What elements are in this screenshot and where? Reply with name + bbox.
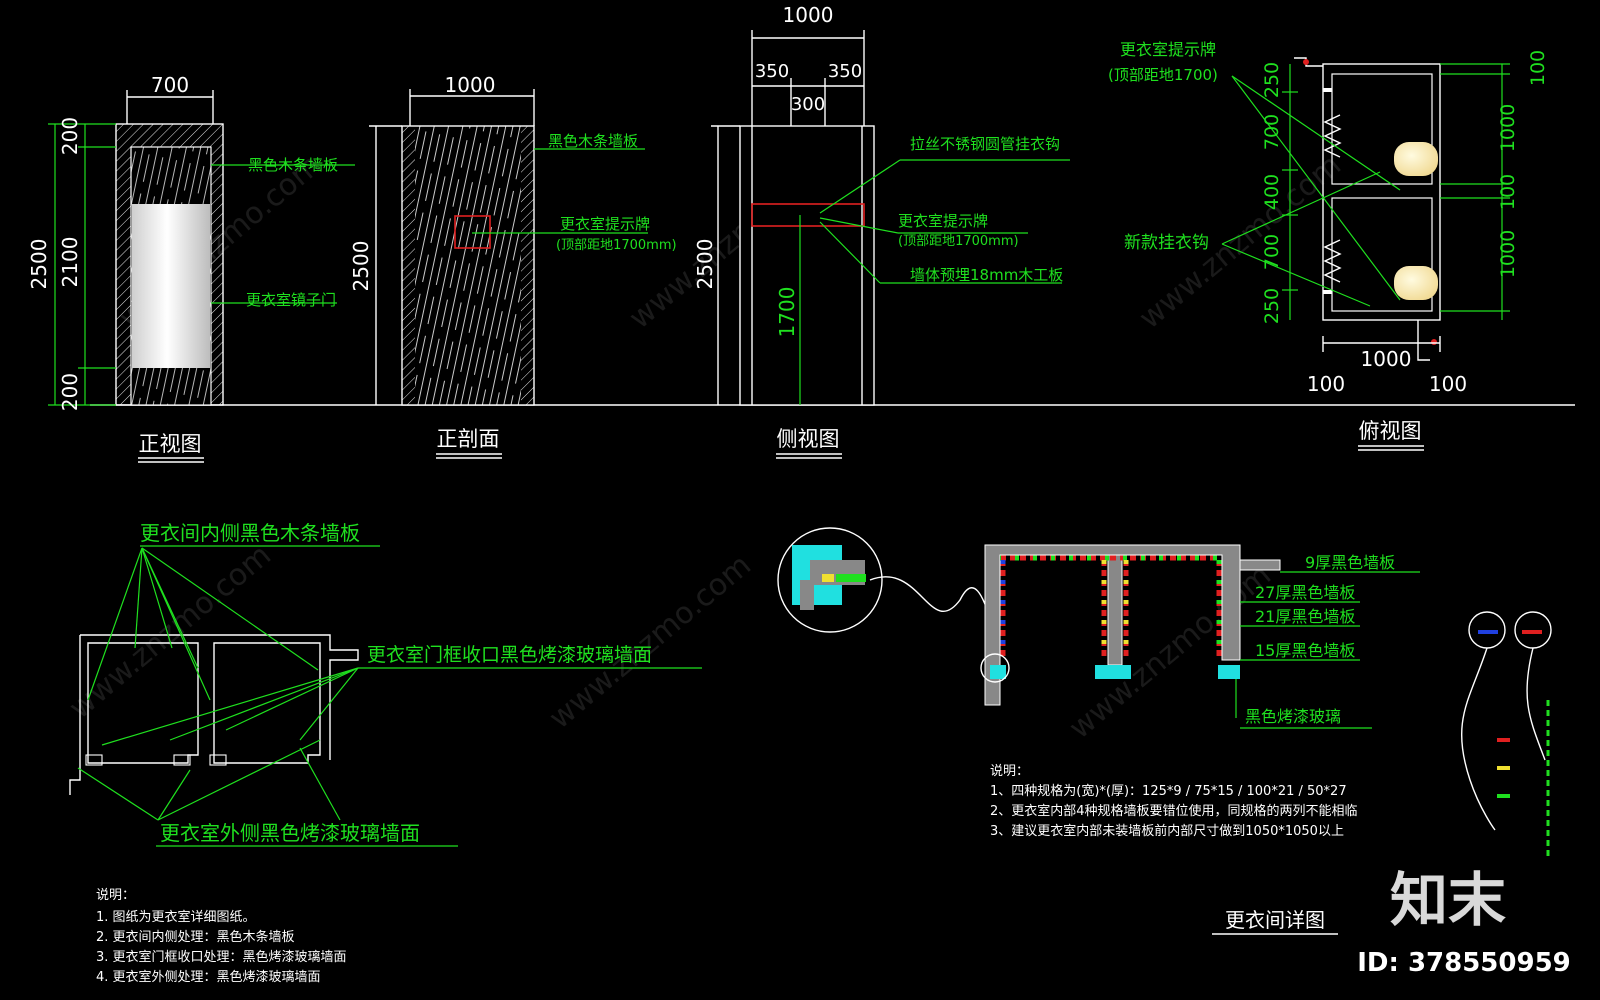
section-sign-note: (顶部距地1700mm) xyxy=(556,238,677,253)
side-center-dim: 300 xyxy=(791,94,825,115)
side-view: 1000 350 350 300 2500 1700 拉丝不锈钢圆管挂衣钩 更衣… xyxy=(693,3,1070,459)
detail-label-21: 21厚黑色墙板 xyxy=(1255,607,1355,626)
plan-dim-r4: 1000 xyxy=(1497,230,1519,278)
front-mid-dim: 2100 xyxy=(58,237,82,288)
plan-dim-r1: 100 xyxy=(1527,50,1549,86)
detail-note-item: 1、四种规格为(宽)*(厚)：125*9 / 75*15 / 100*21 / … xyxy=(990,783,1347,799)
plan-sign-note: (顶部距地1700) xyxy=(1108,66,1218,84)
layout-plan: 更衣间内侧黑色木条墙板 更衣室门框收口黑色烤漆玻璃墙面 更衣室外侧黑色烤漆玻璃墙… xyxy=(69,521,702,985)
plan-dim-wr: 100 xyxy=(1429,372,1467,396)
panel-detail: 9厚黑色墙板 27厚黑色墙板 21厚黑色墙板 15厚黑色墙板 黑色烤漆玻璃 说明… xyxy=(777,527,1552,935)
front-width-dim: 700 xyxy=(151,73,189,97)
front-view-title: 正视图 xyxy=(139,432,202,456)
frame-wall-label: 更衣室门框收口黑色烤漆玻璃墙面 xyxy=(367,644,652,666)
plan-dim-w: 1000 xyxy=(1361,347,1412,371)
plan-view-title: 俯视图 xyxy=(1359,419,1422,443)
mirror-door xyxy=(132,204,210,368)
plan-view: 250 700 400 700 250 100 1000 100 1000 10… xyxy=(1108,40,1549,451)
note-item: 4. 更衣室外侧处理：黑色烤漆玻璃墙面 xyxy=(96,969,321,985)
note-item: 3. 更衣室门框收口处理：黑色烤漆玻璃墙面 xyxy=(96,949,347,965)
side-right-dim: 350 xyxy=(828,61,862,82)
plan-dim-e: 250 xyxy=(1261,288,1283,324)
side-sign-height-dim: 1700 xyxy=(775,287,799,338)
section-view-title: 正剖面 xyxy=(437,427,500,451)
side-sign-note: (顶部距地1700mm) xyxy=(898,234,1019,249)
section-height-dim: 2500 xyxy=(349,241,373,292)
side-left-dim: 350 xyxy=(755,61,789,82)
section-view: 1000 2500 黑色木条墙板 更衣室提示牌 (顶部距地1700mm) 正剖面 xyxy=(349,73,677,459)
side-sign xyxy=(751,203,865,227)
detail-note-item: 3、建议更衣室内部未装墙板前内部尺寸做到1050*1050以上 xyxy=(990,823,1344,839)
brand-logo: 知末 xyxy=(1390,866,1506,934)
svg-text:www.znzmo.com: www.znzmo.com xyxy=(543,548,758,737)
section-width-dim: 1000 xyxy=(445,73,496,97)
front-view: 700 2500 200 2100 200 黑色木条墙板 更衣室镜子门 正视图 xyxy=(27,73,355,463)
plan-dim-r3: 100 xyxy=(1497,174,1519,210)
plan-pad-upper xyxy=(1394,142,1438,176)
svg-text:www.znzmo.com: www.znzmo.com xyxy=(63,538,278,727)
plan-dim-a: 250 xyxy=(1261,62,1283,98)
detail-label-27: 27厚黑色墙板 xyxy=(1255,583,1355,602)
plan-dim-c: 400 xyxy=(1261,174,1283,210)
section-wood-label: 黑色木条墙板 xyxy=(548,132,638,150)
plan-dim-d: 700 xyxy=(1261,234,1283,270)
inner-wall-label: 更衣间内侧黑色木条墙板 xyxy=(140,521,360,545)
plan-hook-label: 新款挂衣钩 xyxy=(1124,233,1209,253)
detail-note-item: 2、更衣室内部4种规格墙板要错位使用，同规格的两列不能相临 xyxy=(990,803,1358,819)
outer-wall-label: 更衣室外侧黑色烤漆玻璃墙面 xyxy=(160,821,420,845)
notes-heading: 说明： xyxy=(96,888,135,903)
side-board-label: 墙体预埋18mm木工板 xyxy=(910,266,1063,284)
detail-label-9: 9厚黑色墙板 xyxy=(1305,553,1395,572)
side-width-dim: 1000 xyxy=(783,3,834,27)
plan-dim-r2: 1000 xyxy=(1497,104,1519,152)
side-height-dim: 2500 xyxy=(693,239,717,290)
plan-pad-lower xyxy=(1394,266,1438,300)
section-sign-label: 更衣室提示牌 xyxy=(560,215,650,233)
note-item: 2. 更衣间内侧处理：黑色木条墙板 xyxy=(96,929,295,945)
detail-title: 更衣间详图 xyxy=(1225,908,1325,932)
side-hook-label: 拉丝不锈钢圆管挂衣钩 xyxy=(910,135,1060,153)
front-top-dim: 200 xyxy=(58,117,82,155)
front-wood-label: 黑色木条墙板 xyxy=(248,156,338,174)
brand-id: ID: 378550959 xyxy=(1357,948,1571,978)
detail-notes-heading: 说明： xyxy=(990,764,1029,779)
detail-label-glass: 黑色烤漆玻璃 xyxy=(1245,707,1341,726)
plan-dim-wl: 100 xyxy=(1307,372,1345,396)
detail-label-15: 15厚黑色墙板 xyxy=(1255,641,1355,660)
side-view-title: 侧视图 xyxy=(777,427,840,451)
front-mirror-label: 更衣室镜子门 xyxy=(246,291,336,309)
note-item: 1. 图纸为更衣室详细图纸。 xyxy=(96,909,256,925)
front-total-dim: 2500 xyxy=(27,239,51,290)
side-sign-label: 更衣室提示牌 xyxy=(898,212,988,230)
section-sign xyxy=(454,215,491,249)
plan-sign-label: 更衣室提示牌 xyxy=(1120,40,1216,59)
front-bottom-dim: 200 xyxy=(58,373,82,411)
